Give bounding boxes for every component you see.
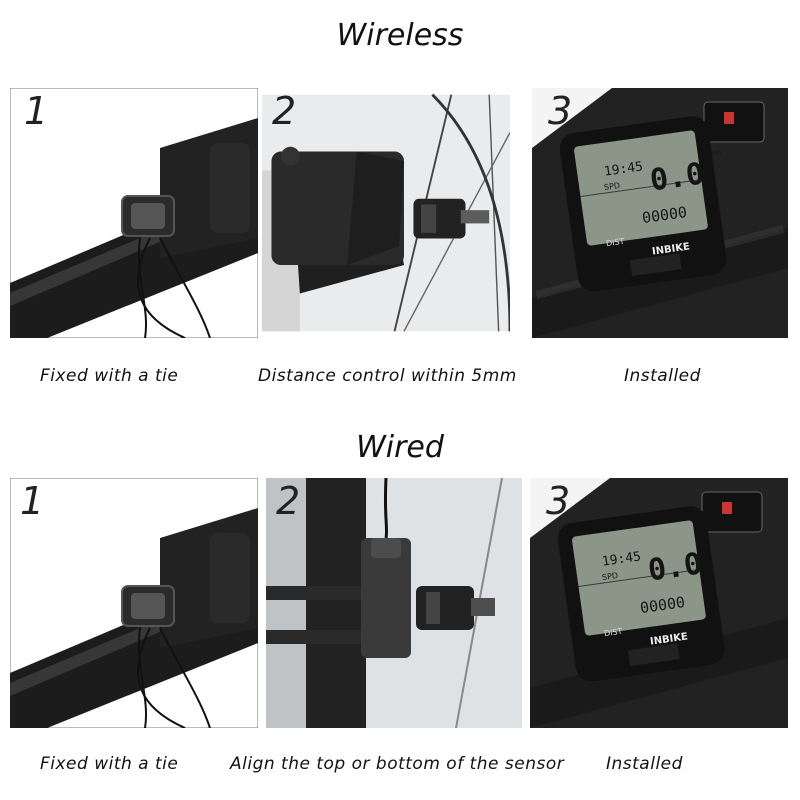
wired-step3-caption: Installed	[606, 754, 683, 774]
wireless-step1-image	[10, 88, 258, 338]
wired-step2-image	[266, 478, 522, 728]
wireless-step2-number: 2	[272, 89, 297, 133]
wired-step2-caption: Align the top or bottom of the sensor	[230, 754, 565, 774]
wireless-step3-image: 19:45 SPD 0.0 00000 DIST INBIKE	[532, 88, 788, 338]
wired-step3-number: 3	[546, 479, 571, 523]
wireless-step3-number: 3	[548, 89, 573, 133]
section-title-wireless: Wireless	[336, 18, 464, 53]
wireless-step3-caption: Installed	[624, 366, 701, 386]
wireless-step2-image	[262, 88, 510, 338]
wired-step1-caption: Fixed with a tie	[40, 754, 179, 774]
wireless-step2-caption: Distance control within 5mm	[258, 366, 517, 386]
wireless-lcd-speed: 0.0	[647, 156, 707, 199]
wireless-step1-number: 1	[24, 89, 49, 133]
wireless-step1-caption: Fixed with a tie	[40, 366, 179, 386]
wired-step1-number: 1	[20, 479, 45, 523]
wired-step1-image	[10, 478, 258, 728]
wired-step2-number: 2	[276, 479, 301, 523]
wired-step3-image: 19:45 SPD 0.0 00000 DIST INBIKE	[530, 478, 788, 728]
section-title-wired: Wired	[356, 430, 444, 465]
wired-lcd-speed: 0.0	[645, 546, 705, 589]
